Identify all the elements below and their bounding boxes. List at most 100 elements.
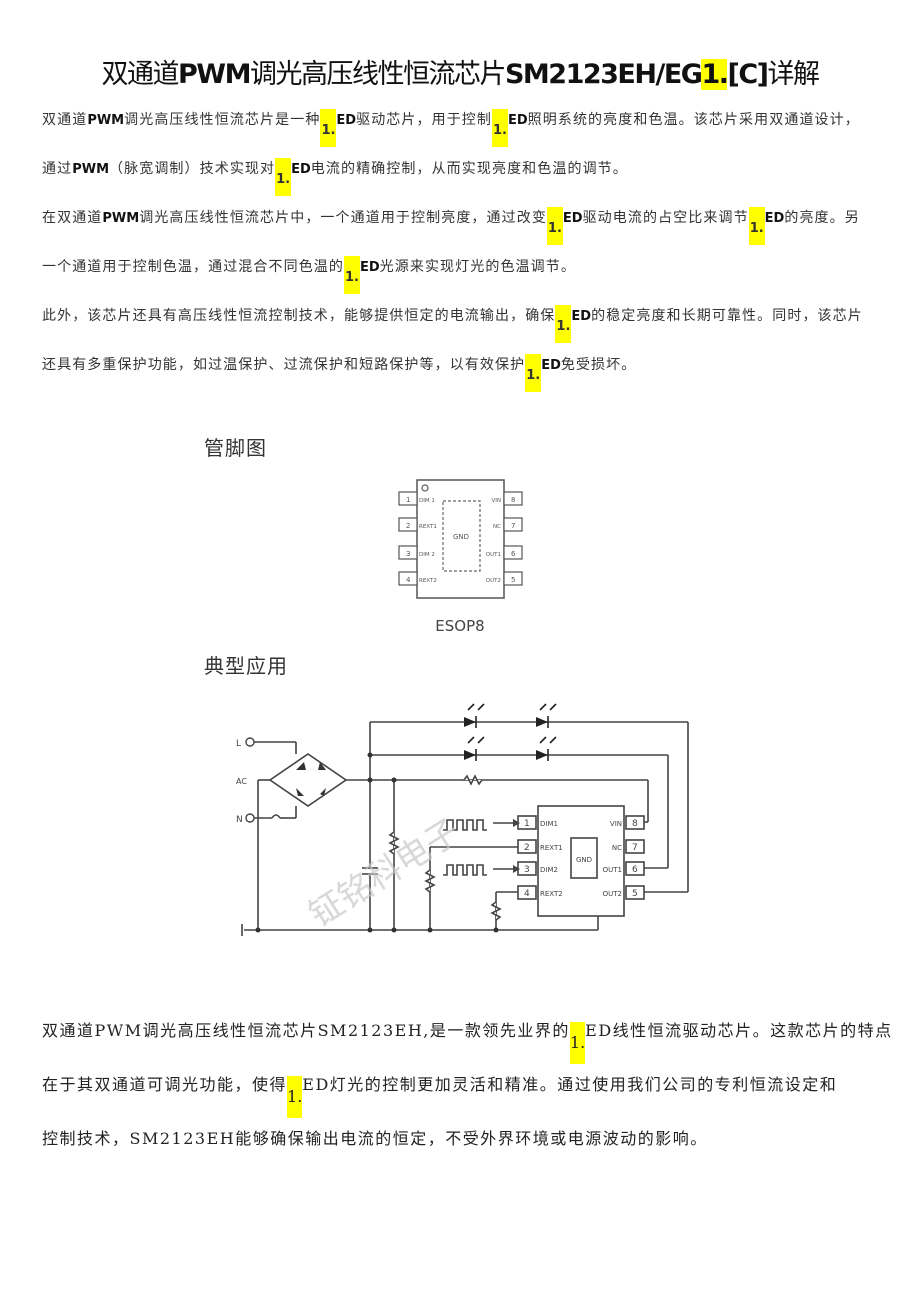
title-text: SM2123EH/EG bbox=[504, 59, 703, 90]
pin-name: DIM1 bbox=[540, 820, 558, 828]
text: 的稳定亮度和长期可靠性。同时，该芯片 bbox=[591, 308, 863, 324]
pin-name: OUT1 bbox=[486, 552, 501, 558]
gnd-pad-label: GND bbox=[453, 533, 469, 541]
text-bold: ED bbox=[541, 358, 561, 373]
pin-name: REXT1 bbox=[540, 844, 563, 852]
text: 在于其双通道可调光功能，使得 bbox=[42, 1075, 288, 1094]
pin-number: 1 bbox=[524, 819, 530, 829]
text: 调光高压线性恒流芯片中，一个通道用于控制亮度，通过改变 bbox=[139, 210, 547, 226]
highlight-marker: 1. bbox=[555, 305, 572, 343]
text-bold: ED bbox=[507, 113, 528, 128]
text: 驱动芯片，用于控制 bbox=[356, 112, 492, 128]
pin-number: 4 bbox=[406, 576, 411, 584]
paragraph-line: 一个通道用于控制色温，通过混合不同色温的1.ED光源来实现灯光的色温调节。 bbox=[42, 245, 882, 294]
text: 双通道PWM调光高压线性恒流芯片SM2123EH,是一款领先业界的 bbox=[42, 1021, 570, 1040]
pin-name: DIM 2 bbox=[419, 552, 435, 558]
pin-name: OUT2 bbox=[486, 578, 501, 584]
input-ac-label: AC bbox=[236, 777, 247, 786]
pin-name: NC bbox=[612, 844, 622, 852]
text-bold: ED bbox=[764, 211, 785, 226]
ic-gnd-label: GND bbox=[576, 856, 592, 864]
paragraph-line: 在于其双通道可调光功能，使得1.ED灯光的控制更加灵活和精准。通过使用我们公司的… bbox=[42, 1064, 882, 1118]
pin-number: 2 bbox=[406, 522, 410, 530]
highlight-marker: 1. bbox=[546, 207, 563, 245]
paragraph-line: 控制技术，SM2123EH能够确保输出电流的恒定，不受外界环境或电源波动的影响。 bbox=[42, 1118, 882, 1160]
pinout-heading: 管脚图 bbox=[204, 436, 267, 460]
right-pins: 8 7 6 5 VIN NC OUT1 OUT2 bbox=[486, 491, 523, 586]
highlight-marker: 1. bbox=[569, 1022, 586, 1064]
application-heading: 典型应用 bbox=[204, 654, 288, 678]
paragraph-line: 还具有多重保护功能，如过温保护、过流保护和短路保护等，以有效保护1.ED免受损坏… bbox=[42, 343, 882, 392]
text: 光源来实现灯光的色温调节。 bbox=[379, 259, 576, 275]
title-text: 详解 bbox=[767, 59, 820, 90]
paragraph-line: 双通道PWM调光高压线性恒流芯片SM2123EH,是一款领先业界的1.ED线性恒… bbox=[42, 1010, 891, 1064]
text: 此外，该芯片还具有高压线性恒流控制技术，能够提供恒定的电流输出，确保 bbox=[42, 308, 556, 324]
paragraph-line: 双通道PWM调光高压线性恒流芯片是一种1.ED驱动芯片，用于控制1.ED照明系统… bbox=[42, 98, 882, 147]
title-text: 调光高压线性恒流芯片 bbox=[249, 59, 507, 90]
paragraph-line: 通过PWM（脉宽调制）技术实现对1.ED电流的精确控制，从而实现亮度和色温的调节… bbox=[42, 147, 882, 196]
paragraph-line: 在双通道PWM调光高压线性恒流芯片中，一个通道用于控制亮度，通过改变1.ED驱动… bbox=[42, 196, 882, 245]
pin-number: 8 bbox=[511, 496, 515, 504]
pin-number: 7 bbox=[632, 843, 638, 853]
pin-name: DIM2 bbox=[540, 866, 558, 874]
text: （脉宽调制）技术实现对 bbox=[109, 161, 276, 177]
protection-paragraph: 此外，该芯片还具有高压线性恒流控制技术，能够提供恒定的电流输出，确保1.ED的稳… bbox=[42, 294, 882, 392]
text-bold: PWM bbox=[72, 162, 110, 177]
highlight-marker: 1. bbox=[748, 207, 765, 245]
channel-paragraph: 在双通道PWM调光高压线性恒流芯片中，一个通道用于控制亮度，通过改变1.ED驱动… bbox=[42, 196, 882, 294]
text: 驱动电流的占空比来调节 bbox=[582, 210, 749, 226]
text-bold: ED bbox=[291, 162, 311, 177]
pin-number: 6 bbox=[511, 550, 516, 558]
pin-number: 3 bbox=[524, 865, 530, 875]
intro-paragraph: 双通道PWM调光高压线性恒流芯片是一种1.ED驱动芯片，用于控制1.ED照明系统… bbox=[42, 98, 882, 196]
application-schematic: L AC N GND 1 2 3 4 DIM1 REXT1 DIM2 REXT2… bbox=[236, 703, 689, 936]
pinout-diagram: GND 1 2 3 4 DIM 1 REXT1 DIM 2 REXT2 8 7 … bbox=[398, 479, 523, 635]
text: 电流的精确控制，从而实现亮度和色温的调节。 bbox=[310, 161, 628, 177]
package-label: ESOP8 bbox=[435, 617, 484, 635]
pin-number: 2 bbox=[524, 843, 530, 853]
pin-number: 7 bbox=[511, 522, 515, 530]
text: 调光高压线性恒流芯片是一种 bbox=[124, 112, 321, 128]
text: 的亮度。另 bbox=[784, 210, 860, 226]
input-l-label: L bbox=[236, 739, 241, 749]
highlight-marker: 1. bbox=[344, 256, 360, 294]
text-bold: ED bbox=[571, 309, 592, 324]
text: 还具有多重保护功能，如过温保护、过流保护和短路保护等，以有效保护 bbox=[42, 357, 526, 373]
highlight-marker: 1. bbox=[525, 354, 542, 392]
highlight-marker: 1. bbox=[320, 109, 337, 147]
text: 在双通道 bbox=[42, 210, 103, 226]
input-n-label: N bbox=[236, 815, 243, 825]
pin-name: REXT2 bbox=[540, 890, 563, 898]
pin-name: DIM 1 bbox=[419, 498, 435, 504]
pin-name: REXT1 bbox=[419, 524, 437, 530]
text: 控制技术，SM2123EH能够确保输出电流的恒定，不受外界环境或电源波动的影响。 bbox=[42, 1129, 708, 1148]
text: ED线性恒流驱动芯片。这款芯片的特点 bbox=[585, 1021, 893, 1040]
pin-number: 6 bbox=[632, 865, 638, 875]
title-text: PWM bbox=[178, 59, 251, 90]
text: 一个通道用于控制色温，通过混合不同色温的 bbox=[42, 259, 344, 275]
pin-number: 5 bbox=[632, 889, 638, 899]
text-bold: ED bbox=[562, 211, 583, 226]
pin-name: VIN bbox=[610, 820, 622, 828]
pin-number: 3 bbox=[406, 550, 410, 558]
pin-name: REXT2 bbox=[419, 578, 437, 584]
title-highlight-marker: 1. bbox=[701, 59, 729, 90]
text-bold: ED bbox=[359, 260, 380, 275]
text-bold: PWM bbox=[87, 113, 125, 128]
pin-number: 1 bbox=[406, 496, 410, 504]
text: 通过 bbox=[42, 161, 73, 177]
pin-name: OUT1 bbox=[603, 866, 622, 874]
pin-name: VIN bbox=[492, 498, 502, 504]
text-bold: ED bbox=[336, 113, 357, 128]
pin-number: 4 bbox=[524, 889, 530, 899]
title-text: [C] bbox=[727, 59, 769, 90]
highlight-marker: 1. bbox=[492, 109, 508, 147]
pin-number: 5 bbox=[511, 576, 515, 584]
text: 双通道 bbox=[42, 112, 88, 128]
left-pins: 1 2 3 4 DIM 1 REXT1 DIM 2 REXT2 bbox=[398, 491, 437, 586]
title-text: 双通道 bbox=[101, 59, 180, 90]
text: ED灯光的控制更加灵活和精准。通过使用我们公司的专利恒流设定和 bbox=[302, 1075, 838, 1094]
pin-number: 8 bbox=[632, 819, 638, 829]
page-title: 双通道PWM调光高压线性恒流芯片SM2123EH/EG1.[C]详解 bbox=[0, 52, 920, 91]
highlight-marker: 1. bbox=[287, 1076, 303, 1118]
